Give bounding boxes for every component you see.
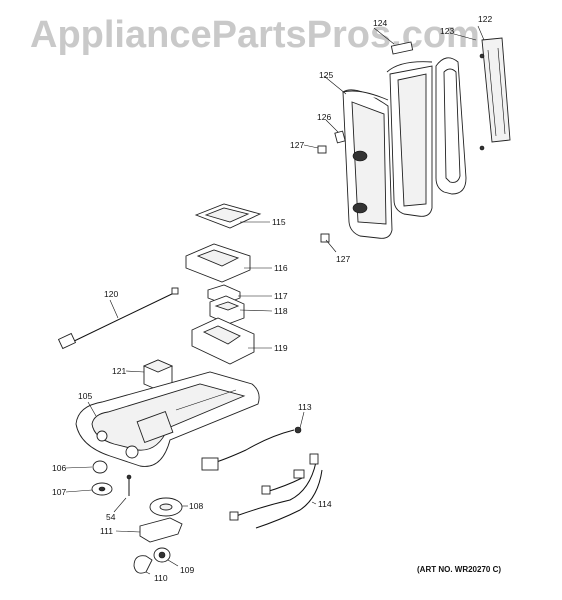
part-114-wire-harness bbox=[229, 453, 323, 529]
part-111-cover bbox=[139, 517, 183, 543]
callout-117: 117 bbox=[274, 291, 288, 301]
part-122-mounting-strip bbox=[481, 37, 511, 143]
callout-110: 110 bbox=[154, 573, 168, 583]
part-109-socket bbox=[153, 547, 171, 563]
callout-123: 123 bbox=[440, 26, 454, 36]
callout-122: 122 bbox=[478, 14, 492, 24]
part-124-dispenser-housing bbox=[386, 41, 433, 217]
part-107-gear bbox=[91, 482, 113, 496]
callout-126: 126 bbox=[317, 112, 331, 122]
part-124-cap bbox=[390, 41, 414, 55]
callout-116: 116 bbox=[274, 263, 288, 273]
leader-lines bbox=[65, 25, 485, 575]
callout-105: 105 bbox=[78, 391, 92, 401]
part-105-base-housing bbox=[75, 371, 260, 467]
callout-labels: 124 122 123 125 126 127 127 115 116 117 … bbox=[52, 14, 492, 583]
callout-120: 120 bbox=[104, 289, 118, 299]
screw-icons bbox=[479, 53, 485, 151]
callout-114: 114 bbox=[318, 499, 332, 509]
callout-118: 118 bbox=[274, 306, 288, 316]
callout-119: 119 bbox=[274, 343, 288, 353]
part-125-duct-panel bbox=[342, 89, 393, 239]
part-118-bracket bbox=[209, 295, 245, 325]
callout-115: 115 bbox=[272, 217, 286, 227]
callout-106: 106 bbox=[52, 463, 66, 473]
part-116-chute bbox=[185, 243, 251, 283]
part-121-solenoid bbox=[142, 359, 174, 391]
part-127-fastener-top bbox=[317, 145, 327, 154]
callout-121: 121 bbox=[112, 366, 126, 376]
callout-127-bottom: 127 bbox=[336, 254, 350, 264]
part-54-screw bbox=[126, 474, 132, 496]
callout-127-top: 127 bbox=[290, 140, 304, 150]
callout-124: 124 bbox=[373, 18, 387, 28]
callout-113: 113 bbox=[298, 402, 312, 412]
callout-107: 107 bbox=[52, 487, 66, 497]
callout-109: 109 bbox=[180, 565, 194, 575]
part-115-gasket bbox=[194, 203, 262, 229]
part-108-disc bbox=[149, 497, 183, 517]
part-120-cable bbox=[57, 287, 179, 350]
art-number: (ART NO. WR20270 C) bbox=[417, 565, 502, 574]
part-106-knob bbox=[92, 460, 108, 474]
part-110-bulb bbox=[133, 555, 153, 574]
callout-108: 108 bbox=[189, 501, 203, 511]
part-119-funnel bbox=[191, 317, 255, 365]
callout-54: 54 bbox=[106, 512, 116, 522]
part-123-heater-loop bbox=[435, 57, 467, 195]
part-127-fastener-bottom bbox=[320, 233, 330, 243]
part-126-clip bbox=[334, 130, 346, 144]
callout-125: 125 bbox=[319, 70, 333, 80]
part-113-sensor-wire bbox=[201, 426, 302, 471]
callout-111: 111 bbox=[100, 526, 113, 536]
